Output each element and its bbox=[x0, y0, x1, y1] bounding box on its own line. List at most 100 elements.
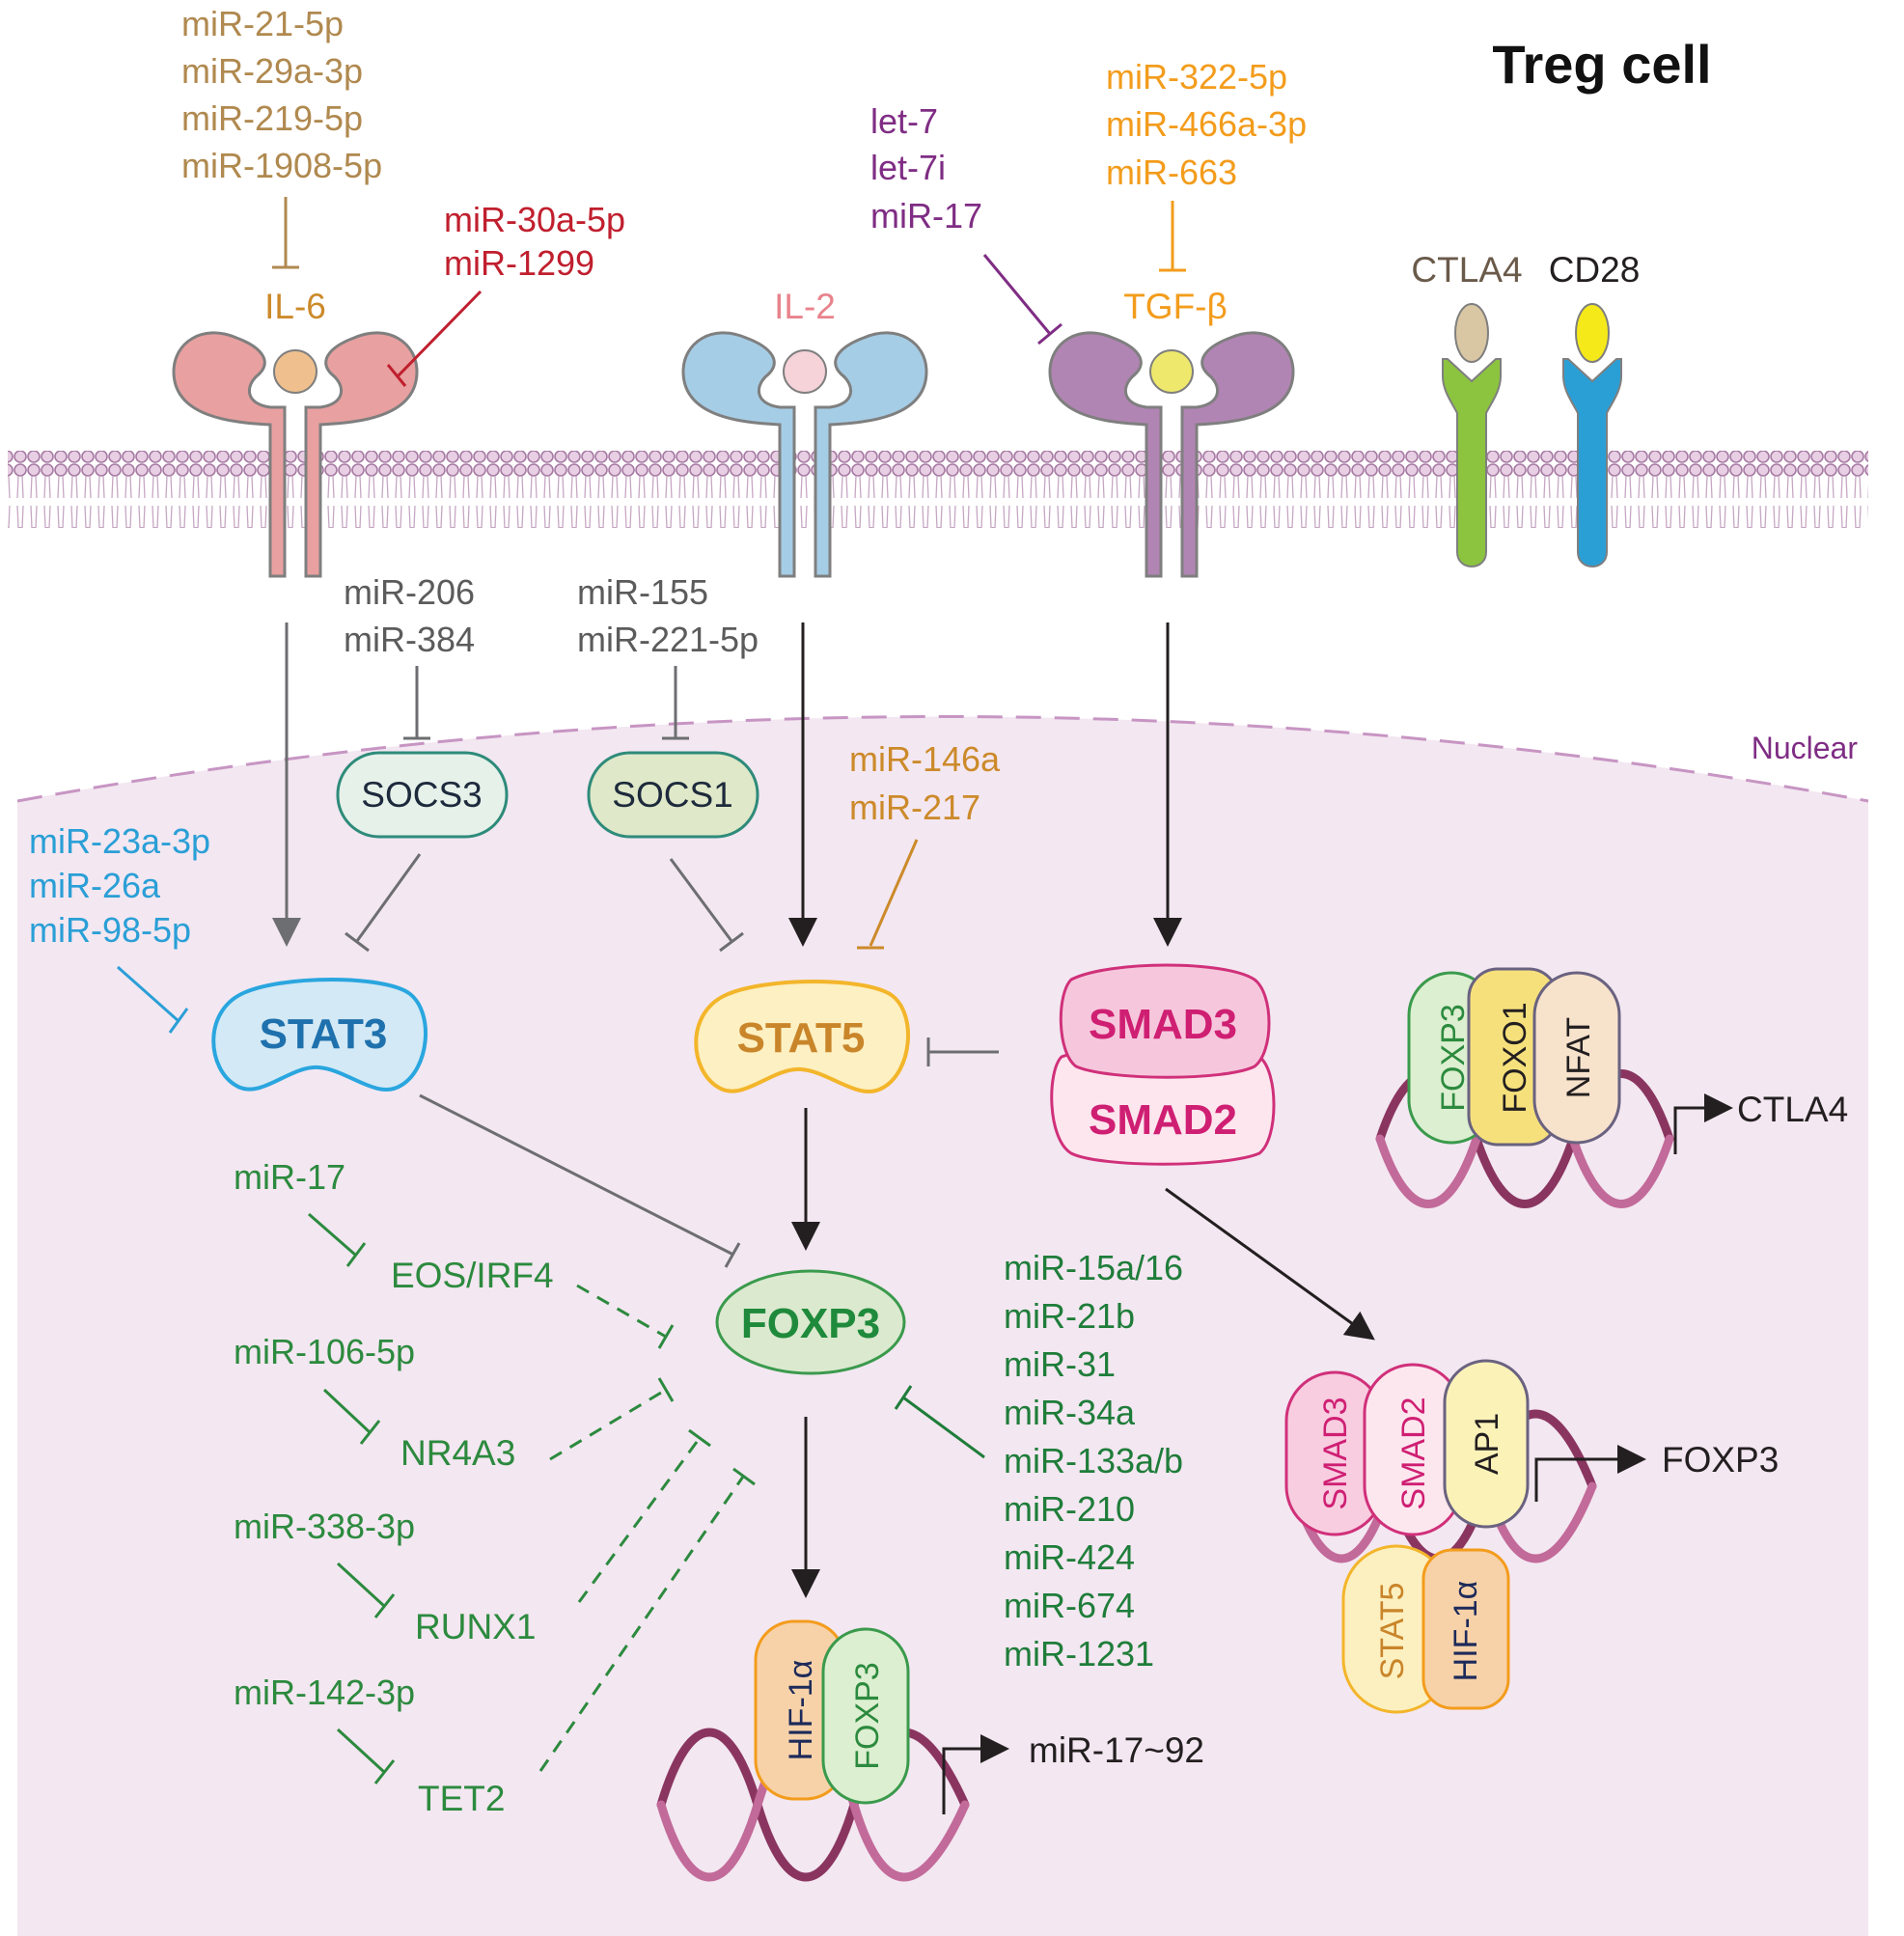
dash-eos-foxp3-bar bbox=[657, 1324, 675, 1349]
mirna-eos: miR-17 bbox=[234, 1157, 345, 1197]
cd28-receptor bbox=[1562, 303, 1622, 567]
mirna-label: miR-30a-5p bbox=[444, 200, 625, 239]
socs1-node bbox=[587, 751, 759, 839]
mirna-label: miR-146a bbox=[849, 739, 1001, 779]
foxp3-factor-label: AP1 bbox=[1469, 1413, 1505, 1475]
mirna-label: miR-142-3p bbox=[234, 1673, 415, 1712]
mirna-label: miR-466a-3p bbox=[1106, 104, 1307, 144]
nuclear-label: Nuclear bbox=[1752, 731, 1859, 765]
il2-label: IL-2 bbox=[774, 287, 836, 326]
il2-receptor bbox=[681, 331, 928, 578]
mirna-il6-side: miR-30a-5p miR-1299 bbox=[444, 200, 625, 283]
il6-receptor bbox=[172, 331, 419, 578]
mirna-il6-top: miR-21-5p miR-29a-3p miR-219-5p miR-1908… bbox=[181, 4, 382, 185]
mir17-factor-label: HIF-1α bbox=[783, 1660, 819, 1761]
dash-runx1-foxp3-bar bbox=[688, 1428, 711, 1448]
inhibit-il6-side bbox=[386, 290, 483, 387]
mirna-label: miR-384 bbox=[344, 620, 475, 659]
tgfb-label: TGF-β bbox=[1123, 287, 1228, 326]
foxp3-factor-label: STAT5 bbox=[1374, 1583, 1411, 1680]
mirna-nr4a3: miR-106-5p bbox=[234, 1332, 415, 1371]
dash-nr4a3-foxp3-bar bbox=[657, 1377, 675, 1402]
mirna-socs3: miR-206 miR-384 bbox=[344, 572, 475, 659]
inhibit-socs3 bbox=[403, 666, 430, 740]
ctla4-factor-label: NFAT bbox=[1560, 1017, 1597, 1098]
socs3-node bbox=[336, 751, 509, 839]
ctla4-target-label: CTLA4 bbox=[1737, 1090, 1848, 1129]
mirna-label: miR-206 bbox=[344, 572, 475, 612]
foxp3-factor-label: HIF-1α bbox=[1448, 1581, 1484, 1682]
mirna-label: miR-17 bbox=[234, 1157, 345, 1197]
ctla4-factor-label: FOXP3 bbox=[1435, 1004, 1472, 1111]
foxp3-node bbox=[715, 1269, 906, 1375]
foxp3-complex: SMAD3 SMAD2 AP1 STAT5 HIF-1α FOXP3 bbox=[1284, 1359, 1779, 1714]
mirna-label: miR-1231 bbox=[1004, 1634, 1154, 1673]
mirna-label: miR-133a/b bbox=[1004, 1441, 1183, 1480]
mirna-label: miR-21-5p bbox=[181, 4, 344, 43]
foxp3-target-label: FOXP3 bbox=[1662, 1440, 1779, 1480]
inhibit-runx1 bbox=[336, 1562, 396, 1618]
smad2-label: SMAD2 bbox=[1089, 1096, 1237, 1144]
mirna-label: miR-322-5p bbox=[1106, 57, 1287, 97]
mirna-label: miR-663 bbox=[1106, 152, 1237, 192]
inhibit-socs1 bbox=[662, 666, 689, 740]
smad3-node bbox=[1059, 963, 1271, 1079]
mir17-promoter-arrow bbox=[942, 1734, 1009, 1814]
socs3-label: SOCS3 bbox=[361, 775, 482, 815]
mirna-label: miR-21b bbox=[1004, 1296, 1135, 1336]
mirna-label: miR-26a bbox=[29, 866, 161, 905]
inhibit-il6-top bbox=[272, 197, 299, 269]
ctla4-receptor bbox=[1442, 303, 1502, 567]
mirna-label: miR-155 bbox=[577, 572, 708, 612]
tgfb-receptor bbox=[1048, 331, 1295, 578]
il6-label: IL-6 bbox=[264, 287, 326, 326]
inhibit-tet2 bbox=[336, 1728, 396, 1784]
foxp3-factor-label: SMAD3 bbox=[1317, 1397, 1354, 1509]
ctla4-promoter-arrow bbox=[1673, 1093, 1733, 1154]
inhibit-stat5-mirna bbox=[857, 839, 919, 950]
socs1-label: SOCS1 bbox=[612, 775, 732, 815]
mir17-complex: HIF-1α FOXP3 miR-17~92 bbox=[656, 1619, 1204, 1882]
eos-irf4-label: EOS/IRF4 bbox=[391, 1256, 554, 1295]
mirna-socs1: miR-155 miR-221-5p bbox=[577, 572, 759, 659]
runx1-label: RUNX1 bbox=[415, 1607, 536, 1646]
mirna-label: miR-1299 bbox=[444, 243, 594, 283]
inhibit-smad-stat5 bbox=[926, 1037, 999, 1066]
mirna-label: miR-1908-5p bbox=[181, 146, 382, 185]
dash-tet2-foxp3 bbox=[538, 1476, 745, 1772]
arrow-smad-complex bbox=[1165, 1187, 1375, 1341]
mirna-label: miR-217 bbox=[849, 788, 980, 827]
mirna-label: miR-29a-3p bbox=[181, 51, 363, 91]
mirna-stat5: miR-146a miR-217 bbox=[849, 739, 1001, 827]
mirna-label: miR-15a/16 bbox=[1004, 1248, 1183, 1287]
foxp3-factor-ap1 bbox=[1443, 1359, 1530, 1529]
ctla4-factor-nfat bbox=[1532, 971, 1621, 1145]
inhibit-eos bbox=[308, 1212, 367, 1267]
inhibit-tgfb-purple bbox=[982, 254, 1062, 346]
mirna-label: miR-34a bbox=[1004, 1393, 1136, 1432]
stat5-node bbox=[694, 980, 910, 1093]
inhibit-socs1-stat5 bbox=[669, 858, 744, 953]
mirna-stat3: miR-23a-3p miR-26a miR-98-5p bbox=[29, 821, 210, 950]
mirna-tgfb-orange: miR-322-5p miR-466a-3p miR-663 bbox=[1106, 57, 1307, 192]
dash-tet2-foxp3-bar bbox=[732, 1467, 756, 1486]
ctla4-factor-label: FOXO1 bbox=[1497, 1002, 1533, 1113]
mir17-factor-label: FOXP3 bbox=[849, 1662, 886, 1769]
ctla4-complex: FOXP3 FOXO1 NFAT CTLA4 bbox=[1375, 967, 1848, 1208]
stat3-label: STAT3 bbox=[260, 1010, 388, 1058]
stat5-label: STAT5 bbox=[737, 1014, 866, 1062]
cd28-label: CD28 bbox=[1549, 250, 1641, 290]
mirna-foxp3-right: miR-15a/16 miR-21b miR-31 miR-34a miR-13… bbox=[1004, 1248, 1183, 1673]
mir17-target-label: miR-17~92 bbox=[1029, 1730, 1204, 1770]
inhibit-stat3-foxp3 bbox=[419, 1093, 741, 1268]
foxp3-label: FOXP3 bbox=[741, 1300, 880, 1347]
mirna-label: miR-31 bbox=[1004, 1344, 1116, 1384]
mirna-label: miR-424 bbox=[1004, 1537, 1135, 1577]
mirna-tet2: miR-142-3p bbox=[234, 1673, 415, 1712]
dash-runx1-foxp3 bbox=[577, 1437, 702, 1603]
dash-eos-foxp3 bbox=[576, 1284, 667, 1339]
foxp3-factor-label: SMAD2 bbox=[1395, 1397, 1432, 1509]
mir17-factor-foxp3 bbox=[821, 1627, 910, 1805]
